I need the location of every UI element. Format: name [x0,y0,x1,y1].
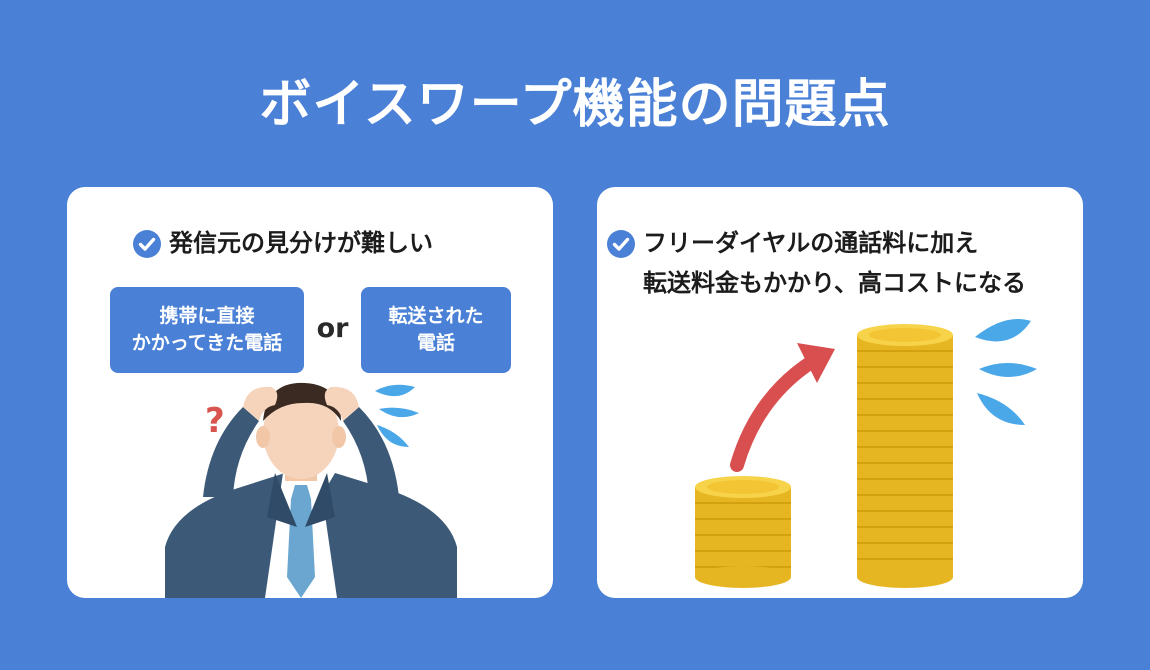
rising-arrow-icon [730,343,835,472]
tag-forwarded-call: 転送された 電話 [361,287,511,373]
left-panel: 発信元の見分けが難しい 携帯に直接 かかってきた電話 or 転送された 電話 ? [67,187,553,598]
or-label: or [316,313,349,344]
check-circle-icon [607,230,635,258]
coin-stacks-illustration [695,319,1037,588]
sweat-drops-icon [375,384,419,447]
tag-forwarded-call-line1: 転送された [388,305,484,327]
right-heading-line1: フリーダイヤルの通話料に加え [643,229,979,257]
left-heading-text: 発信元の見分けが難しい [169,229,433,257]
tag-direct-call-line2: かかってきた電話 [131,332,283,354]
page-title: ボイスワープ機能の問題点 [259,75,891,135]
check-circle-icon [133,230,161,258]
sweat-drops-icon [975,319,1037,425]
right-heading-line2: 転送料金もかかり、高コストになる [643,269,1027,297]
tag-direct-call: 携帯に直接 かかってきた電話 [110,287,304,373]
right-heading: フリーダイヤルの通話料に加え 転送料金もかかり、高コストになる [607,229,1103,303]
coin-stack-small-icon [695,476,791,588]
tag-direct-call-line1: 携帯に直接 [159,305,255,327]
left-heading: 発信元の見分けが難しい [133,229,433,263]
right-panel: フリーダイヤルの通話料に加え 転送料金もかかり、高コストになる [597,187,1083,598]
question-mark-icon: ? [205,401,225,441]
coin-stack-tall-icon [857,324,953,588]
tag-forwarded-call-line2: 電話 [416,332,455,354]
confused-businessman-illustration: ? [165,382,457,598]
